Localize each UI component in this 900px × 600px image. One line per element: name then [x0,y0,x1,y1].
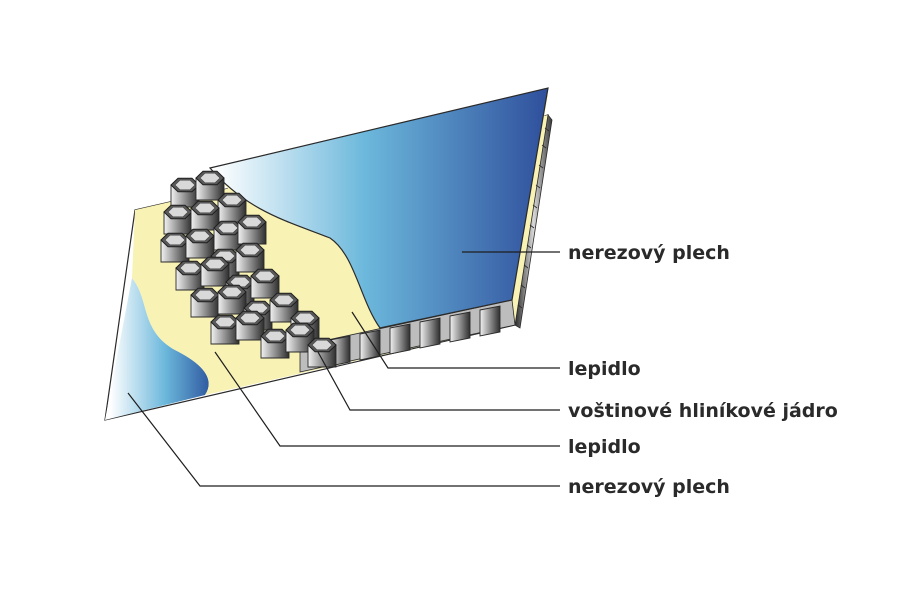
honeycomb-cell-inner [264,330,286,342]
honeycomb-cell-inner [254,270,276,282]
honeycomb-cell-inner [239,312,261,324]
honeycomb-cell-inner [194,289,216,301]
honeycomb-cell-inner [221,286,243,298]
honeycomb-cell-inner [189,230,211,242]
honeycomb-cell-inner [194,202,216,214]
label-bottom-adhesive: lepidlo [568,436,641,458]
honeycomb-cell-inner [167,206,189,218]
honeycomb-cell-inner [241,216,263,228]
label-top-sheet: nerezový plech [568,242,730,264]
honeycomb-cell-inner [311,339,333,351]
honeycomb-cell-inner [247,302,269,314]
honeycomb-cell-inner [199,172,221,184]
honeycomb-cell-inner [273,294,295,306]
leader-bottom-adhesive [214,351,560,447]
label-bottom-sheet: nerezový plech [568,476,730,498]
bottom-sheet-blue [105,278,209,420]
honeycomb-cell-inner [204,258,226,270]
leader-top-adhesive [351,311,560,369]
label-top-adhesive: lepidlo [568,358,641,380]
core-right-edge-cells [517,127,550,309]
leader-core [317,351,560,411]
honeycomb-cell-inner [179,262,201,274]
top-sheet-shape [208,87,549,329]
leader-bottom-sheet [127,392,560,487]
honeycomb-cell-inner [214,316,236,328]
honeycomb-cell-inner [221,194,243,206]
honeycomb-cell-inner [229,276,251,288]
honeycomb-cell-inner [174,179,196,191]
honeycomb-cell-inner [217,222,239,234]
honeycomb-cell-inner [164,234,186,246]
honeycomb-core [160,170,337,368]
honeycomb-cell-inner [294,312,316,324]
core-front-edge-cells [329,305,501,367]
honeycomb-cell-inner [289,324,311,336]
label-core: voštinové hliníkové jádro [568,400,838,422]
honeycomb-cell-inner [239,244,261,256]
